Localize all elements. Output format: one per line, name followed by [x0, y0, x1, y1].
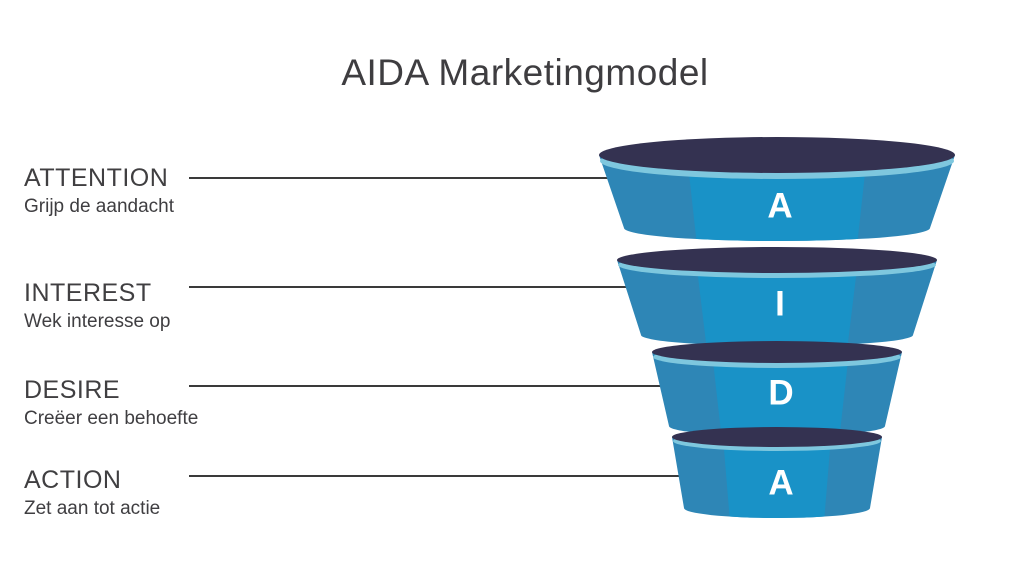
segment-highlight-band: [723, 437, 831, 518]
connector-action: [189, 468, 693, 482]
connector-attention: [189, 171, 643, 185]
funnel-segment-interest: I: [617, 247, 937, 346]
connector-desire: [189, 379, 682, 393]
segment-letter-interest: I: [775, 285, 785, 324]
stage-description-desire: Creëer een behoefte: [24, 407, 199, 429]
funnel-segment-action: A: [672, 427, 882, 518]
stage-name-action: ACTION: [24, 466, 122, 494]
funnel-segment-desire: D: [652, 341, 902, 436]
segment-letter-desire: D: [768, 374, 793, 413]
funnel-segment-attention: A: [599, 137, 955, 241]
segment-top-ellipse: [652, 341, 902, 363]
segment-highlight-band: [696, 260, 858, 346]
segment-letter-attention: A: [767, 187, 792, 226]
segment-top-ellipse: [672, 427, 882, 447]
stage-label-action: ACTION Zet aan tot actie: [24, 466, 354, 520]
stage-description-action: Zet aan tot actie: [24, 497, 161, 519]
segment-letter-action: A: [768, 464, 793, 503]
stage-label-interest: INTEREST Wek interesse op: [24, 279, 354, 333]
segment-top-ellipse: [617, 247, 937, 273]
connector-interest: [189, 280, 657, 294]
page-title: AIDA Marketingmodel: [341, 52, 709, 93]
stage-name-attention: ATTENTION: [24, 164, 169, 192]
stage-label-attention: ATTENTION Grijp de aandacht: [24, 164, 354, 218]
stage-description-interest: Wek interesse op: [24, 310, 171, 332]
stage-name-desire: DESIRE: [24, 376, 121, 404]
stage-description-attention: Grijp de aandacht: [24, 195, 174, 217]
stage-name-interest: INTEREST: [24, 279, 152, 307]
stage-label-desire: DESIRE Creëer een behoefte: [24, 376, 354, 430]
segment-top-ellipse: [599, 137, 955, 173]
segment-highlight-band: [712, 352, 849, 436]
